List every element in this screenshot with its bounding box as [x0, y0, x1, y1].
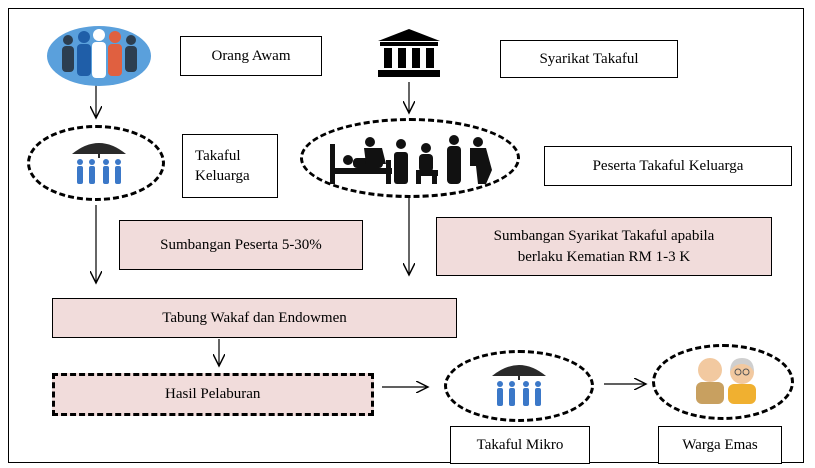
- takaful-mikro-box: Takaful Mikro: [450, 426, 590, 464]
- hasil-pelaburan-label: Hasil Pelaburan: [165, 386, 261, 403]
- sumbangan-syarikat-line1: Sumbangan Syarikat Takaful apabila: [493, 228, 715, 245]
- takaful-keluarga-box: Takaful Keluarga: [182, 134, 278, 198]
- sumbangan-peserta-label: Sumbangan Peserta 5-30%: [160, 236, 322, 253]
- bank-building-icon: [378, 29, 440, 77]
- diagram-frame: [8, 8, 804, 463]
- warga-emas-box: Warga Emas: [658, 426, 782, 464]
- sumbangan-syarikat-line2: berlaku Kematian RM 1-3 K: [517, 248, 691, 265]
- takaful-keluarga-ellipse: [27, 125, 165, 201]
- umbrella-family-icon: [72, 143, 126, 184]
- warga-emas-ellipse: [652, 344, 794, 420]
- peserta-takaful-keluarga-label: Peserta Takaful Keluarga: [592, 157, 744, 174]
- warga-emas-label: Warga Emas: [682, 436, 758, 453]
- hasil-pelaburan-box: Hasil Pelaburan: [52, 373, 374, 416]
- tabung-wakaf-box: Tabung Wakaf dan Endowmen: [52, 298, 457, 338]
- umbrella-family-icon: [492, 365, 546, 406]
- takaful-keluarga-line1: Takaful: [195, 147, 241, 164]
- sick-care-icon: [330, 135, 492, 184]
- takaful-keluarga-line2: Keluarga: [195, 168, 250, 184]
- takaful-mikro-ellipse: [444, 350, 594, 422]
- orang-awam-label: Orang Awam: [211, 47, 291, 64]
- orang-awam-box: Orang Awam: [180, 36, 322, 76]
- sumbangan-syarikat-box: Sumbangan Syarikat Takaful apabila berla…: [436, 217, 772, 276]
- syarikat-takaful-label: Syarikat Takaful: [539, 50, 639, 67]
- tabung-wakaf-label: Tabung Wakaf dan Endowmen: [162, 309, 347, 326]
- peserta-takaful-keluarga-box: Peserta Takaful Keluarga: [544, 146, 792, 186]
- people-group-icon: [47, 26, 151, 86]
- takaful-mikro-label: Takaful Mikro: [476, 436, 564, 453]
- elderly-couple-icon: [696, 358, 756, 404]
- sumbangan-peserta-box: Sumbangan Peserta 5-30%: [119, 220, 363, 270]
- syarikat-takaful-box: Syarikat Takaful: [500, 40, 678, 78]
